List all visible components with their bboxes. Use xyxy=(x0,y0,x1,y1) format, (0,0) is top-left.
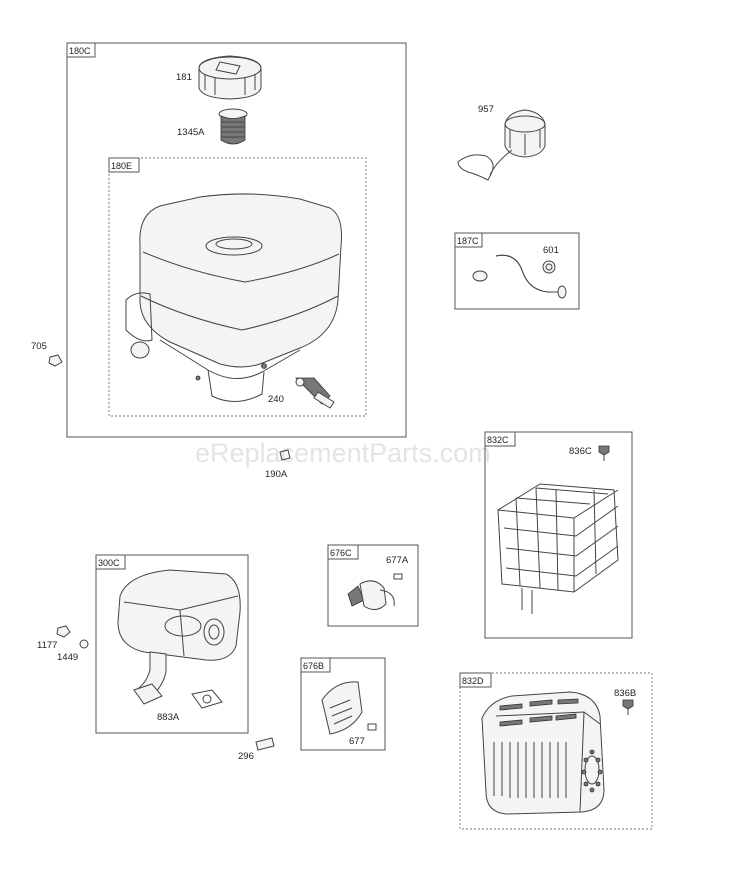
hose-clamp-601[interactable] xyxy=(542,260,556,274)
part-label-296[interactable]: 296 xyxy=(238,751,254,762)
group-label-676b[interactable]: 676B xyxy=(303,661,324,671)
part-label-1345a[interactable]: 1345A xyxy=(177,127,205,138)
group-label-300c[interactable]: 300C xyxy=(98,558,120,568)
part-label-677a[interactable]: 677A xyxy=(386,555,409,566)
group-frame-832c xyxy=(484,431,633,639)
watermark: eReplacementParts.com xyxy=(195,438,491,468)
group-label-832d[interactable]: 832D xyxy=(462,676,484,686)
part-label-836b[interactable]: 836B xyxy=(614,688,636,699)
part-label-1177[interactable]: 1177 xyxy=(37,640,57,651)
screw-836b[interactable] xyxy=(622,699,634,715)
part-label-601[interactable]: 601 xyxy=(543,245,559,256)
part-label-705[interactable]: 705 xyxy=(31,341,47,352)
part-label-677[interactable]: 677 xyxy=(349,736,365,747)
group-tag-832d xyxy=(459,672,492,688)
group-label-832c[interactable]: 832C xyxy=(487,435,509,445)
gasket-883a[interactable] xyxy=(191,689,223,709)
stud-296[interactable] xyxy=(255,737,275,751)
fuel-tank[interactable] xyxy=(125,193,342,402)
group-frame-180c xyxy=(66,42,407,438)
part-label-1449[interactable]: 1449 xyxy=(57,652,78,663)
group-tag-676b xyxy=(300,657,331,673)
group-tag-832c xyxy=(484,431,516,447)
muffler-cover-832d[interactable] xyxy=(481,691,605,815)
group-tag-180c xyxy=(66,42,96,58)
group-frame-832d xyxy=(459,672,653,830)
fuel-cap-957[interactable] xyxy=(457,109,546,181)
fuel-valve-240[interactable] xyxy=(295,377,335,409)
heat-shield-676b[interactable] xyxy=(321,681,363,735)
group-tag-187c xyxy=(454,232,483,248)
fuel-line-187c[interactable] xyxy=(472,254,567,299)
group-frame-180e xyxy=(108,157,367,417)
fuel-strainer-1345a[interactable] xyxy=(218,108,248,145)
part-label-957[interactable]: 957 xyxy=(478,104,494,115)
group-frame-676b xyxy=(300,657,386,751)
group-frame-676c xyxy=(327,544,419,627)
part-label-240[interactable]: 240 xyxy=(268,394,284,405)
group-tag-676c xyxy=(327,544,359,560)
group-tag-300c xyxy=(95,554,126,570)
screw-677[interactable] xyxy=(367,723,377,731)
clip-190a[interactable] xyxy=(279,449,291,461)
group-label-180c[interactable]: 180C xyxy=(69,46,91,56)
part-label-190a[interactable]: 190A xyxy=(265,469,288,480)
group-label-187c[interactable]: 187C xyxy=(457,236,479,246)
group-frame-300c xyxy=(95,554,249,734)
group-tag-180e xyxy=(108,157,140,173)
part-label-836c[interactable]: 836C xyxy=(569,446,592,457)
fuel-cap-181[interactable] xyxy=(198,55,262,100)
washer-1449[interactable] xyxy=(79,639,89,649)
part-label-883a[interactable]: 883A xyxy=(157,712,180,723)
group-label-676c[interactable]: 676C xyxy=(330,548,352,558)
screw-677a[interactable] xyxy=(393,573,403,580)
screw-705[interactable] xyxy=(48,354,63,367)
group-frame-187c xyxy=(454,232,580,310)
muffler-300c[interactable] xyxy=(117,569,241,705)
bracket-676c[interactable] xyxy=(347,580,395,610)
part-label-181[interactable]: 181 xyxy=(176,72,192,83)
group-label-180e[interactable]: 180E xyxy=(111,161,132,171)
nut-1177[interactable] xyxy=(56,625,71,638)
screw-836c[interactable] xyxy=(598,445,610,461)
muffler-guard-832c[interactable] xyxy=(497,483,619,614)
